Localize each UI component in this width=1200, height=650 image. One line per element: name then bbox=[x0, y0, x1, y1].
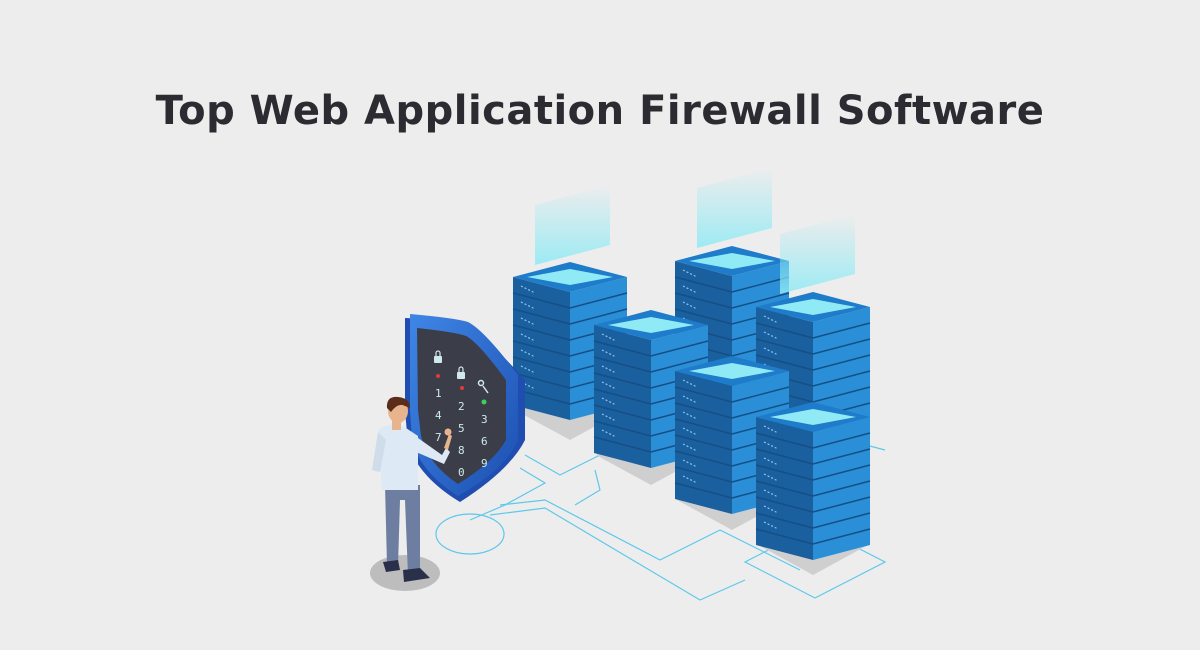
server-vent bbox=[520, 285, 536, 294]
server-unit-line bbox=[674, 292, 790, 309]
server-vent bbox=[682, 269, 698, 278]
server-unit-line bbox=[755, 528, 871, 545]
server-rack bbox=[755, 402, 871, 560]
server-vent bbox=[520, 365, 536, 374]
server-top-glow bbox=[689, 363, 775, 379]
server-vent bbox=[520, 381, 536, 390]
status-dot-green bbox=[481, 399, 487, 405]
key-icon bbox=[477, 379, 489, 394]
server-unit-line bbox=[755, 354, 871, 371]
server-vent bbox=[763, 425, 779, 434]
server-vent bbox=[763, 473, 779, 482]
server-top-glow bbox=[770, 409, 856, 425]
server-vent bbox=[520, 317, 536, 326]
keypad-digit: 3 bbox=[481, 413, 488, 426]
server-vent bbox=[763, 315, 779, 324]
server-unit-line bbox=[593, 340, 709, 357]
server-unit-line bbox=[512, 292, 628, 309]
server-vent bbox=[520, 333, 536, 342]
server-unit-line bbox=[755, 432, 871, 449]
server-top-glow bbox=[770, 299, 856, 315]
light-beams bbox=[535, 168, 855, 294]
server-vent bbox=[601, 365, 617, 374]
page-title: Top Web Application Firewall Software bbox=[155, 88, 1045, 134]
keypad-digit: 7 bbox=[435, 431, 442, 444]
shield-icon: 1 2 3 4 5 6 7 8 9 0 bbox=[405, 314, 525, 502]
server-unit-line bbox=[755, 512, 871, 529]
server-vent bbox=[682, 285, 698, 294]
server-vent bbox=[682, 411, 698, 420]
server-unit-line bbox=[755, 496, 871, 513]
server-vent bbox=[682, 427, 698, 436]
server-side bbox=[813, 307, 870, 434]
keypad-digit: 5 bbox=[458, 422, 465, 435]
keypad-digit: 9 bbox=[481, 457, 488, 470]
keypad-digit: 0 bbox=[458, 466, 465, 479]
server-vent bbox=[763, 505, 779, 514]
status-dot-red bbox=[460, 386, 464, 390]
server-top-glow bbox=[527, 269, 613, 285]
server-vent bbox=[763, 441, 779, 450]
keypad-digit: 2 bbox=[458, 400, 465, 413]
keypad: 1 2 3 4 5 6 7 8 9 0 bbox=[435, 387, 488, 479]
server-vent bbox=[763, 489, 779, 498]
server-vent bbox=[763, 347, 779, 356]
server-vent bbox=[601, 333, 617, 342]
server-unit-line bbox=[512, 308, 628, 325]
server-vent bbox=[682, 459, 698, 468]
server-vent bbox=[682, 475, 698, 484]
server-unit-line bbox=[674, 386, 790, 403]
server-vent bbox=[601, 413, 617, 422]
keypad-digit: 1 bbox=[435, 387, 442, 400]
server-unit-line bbox=[755, 322, 871, 339]
server-unit-line bbox=[674, 402, 790, 419]
server-stacks bbox=[512, 246, 871, 560]
server-vent bbox=[682, 395, 698, 404]
server-vent bbox=[520, 301, 536, 310]
server-top-glow bbox=[689, 253, 775, 269]
lock-icon bbox=[434, 350, 465, 379]
server-unit-line bbox=[593, 356, 709, 373]
server-vent bbox=[763, 331, 779, 340]
server-vent bbox=[601, 381, 617, 390]
keypad-digit: 4 bbox=[435, 409, 442, 422]
server-vent bbox=[763, 457, 779, 466]
server-vent bbox=[763, 521, 779, 530]
keypad-digit: 6 bbox=[481, 435, 488, 448]
server-unit-line bbox=[674, 276, 790, 293]
person-figure bbox=[372, 396, 452, 582]
server-vent bbox=[682, 379, 698, 388]
keypad-digit: 8 bbox=[458, 444, 465, 457]
server-vent bbox=[682, 443, 698, 452]
server-vent bbox=[520, 349, 536, 358]
server-vent bbox=[601, 349, 617, 358]
server-unit-line bbox=[755, 448, 871, 465]
server-unit-line bbox=[755, 338, 871, 355]
server-vent bbox=[601, 429, 617, 438]
server-top-glow bbox=[608, 317, 694, 333]
server-unit-line bbox=[755, 480, 871, 497]
status-dot-red bbox=[436, 374, 440, 378]
server-vent bbox=[601, 397, 617, 406]
server-unit-line bbox=[755, 464, 871, 481]
server-vent bbox=[682, 301, 698, 310]
